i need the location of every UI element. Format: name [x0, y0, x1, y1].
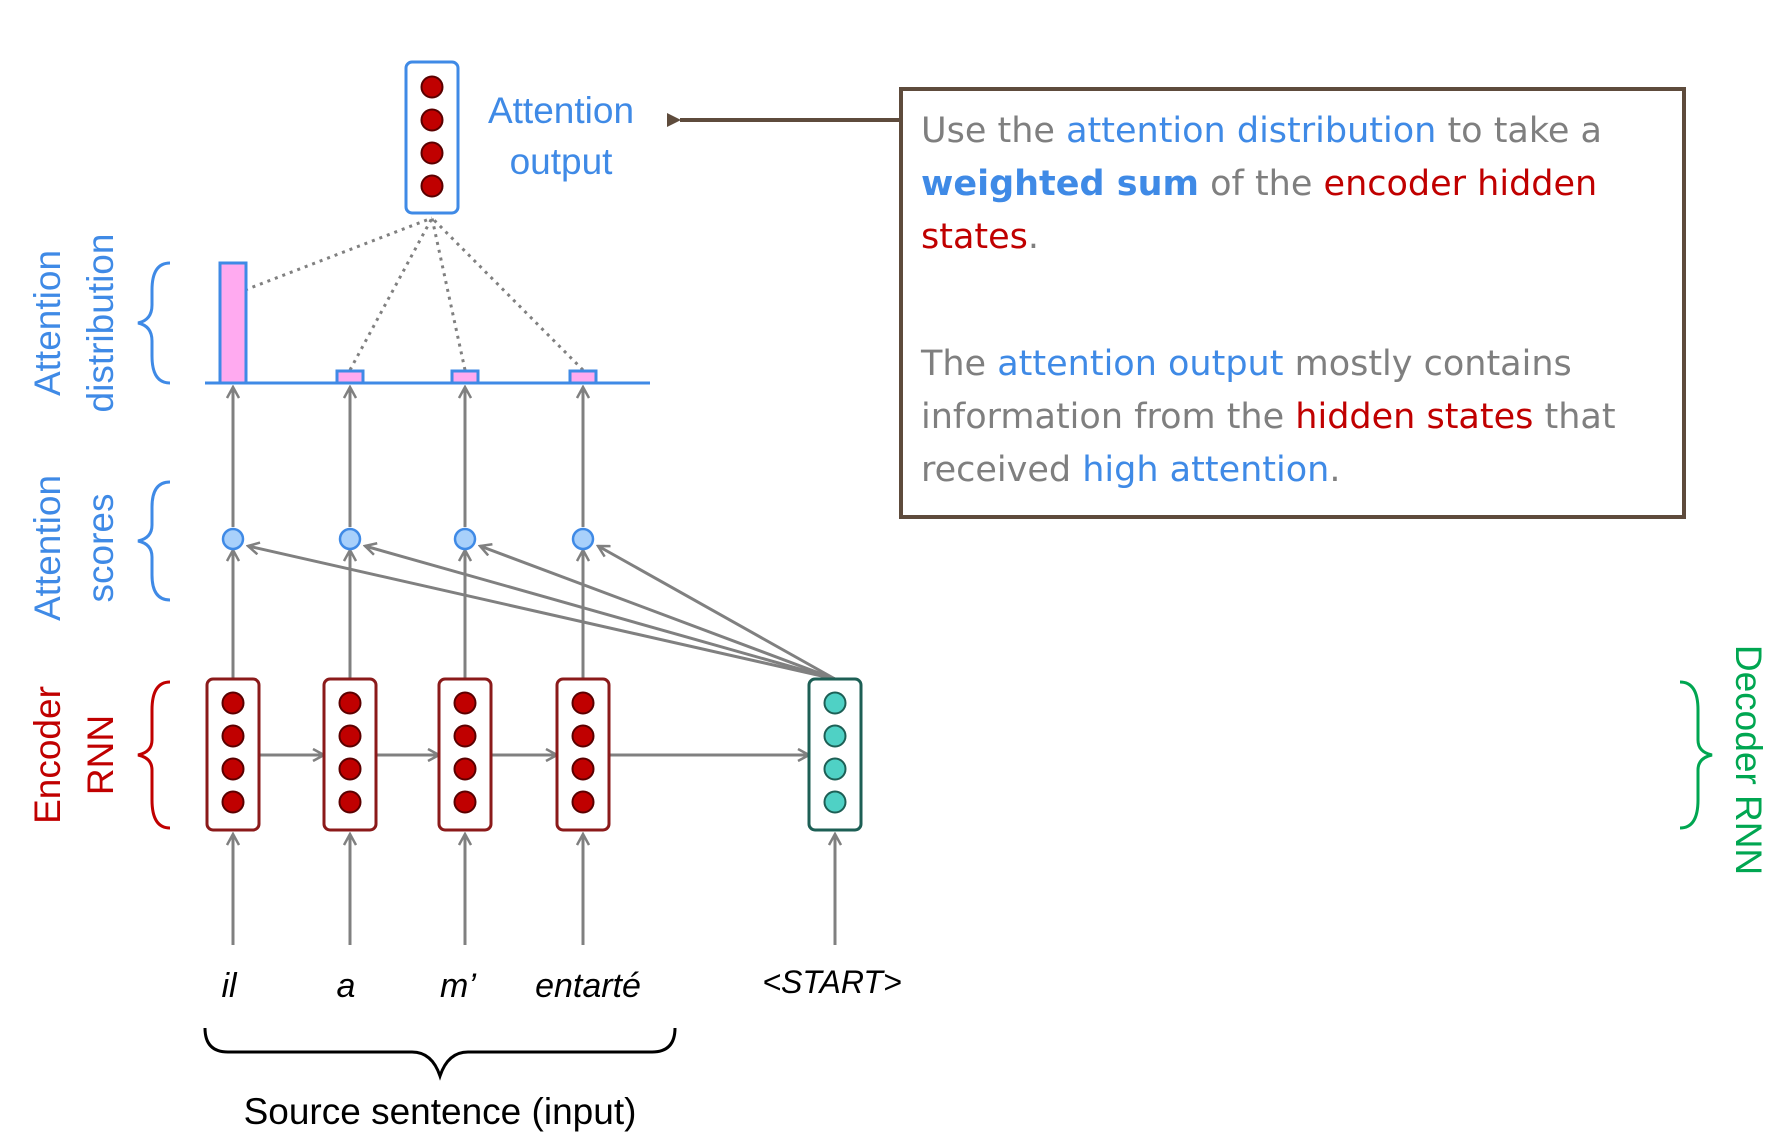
decoder-to-score-arrows — [248, 546, 836, 681]
callout-highlight-attention-output: attention output — [997, 344, 1284, 384]
callout-highlight-high-attention: high attention — [1082, 450, 1330, 490]
attention-bar-2 — [335, 369, 365, 385]
score-node-2 — [338, 527, 362, 551]
callout-text: . — [1329, 450, 1341, 490]
callout-paragraph-2: The attention output mostly contains inf… — [921, 338, 1664, 497]
attention-scores-label-line2: scores — [80, 494, 121, 603]
source-sentence-label: Source sentence (input) — [244, 1091, 637, 1132]
attention-distribution-label-line1: Attention — [27, 250, 68, 396]
encoder-cells — [205, 677, 611, 832]
score-node-3 — [453, 527, 477, 551]
score-node-1 — [221, 527, 245, 551]
callout-text: of the — [1198, 164, 1324, 204]
input-arrows — [233, 834, 835, 945]
attention-bar-4 — [568, 369, 598, 385]
attention-output-label-line1: Attention — [488, 90, 634, 131]
weighted-sum-lines — [244, 216, 585, 372]
callout-text: that received — [921, 397, 1616, 490]
scores-brace — [137, 480, 171, 602]
decoder-brace — [1679, 680, 1713, 830]
encoder-brace — [137, 680, 171, 830]
attention-scores-label-line1: Attention — [27, 475, 68, 621]
callout-highlight-attention-distribution: attention distribution — [1066, 111, 1437, 151]
attention-bars — [218, 261, 598, 385]
encoder-cell-2 — [322, 677, 378, 832]
decoder-cell — [807, 677, 863, 832]
source-word-4: entarté — [535, 967, 641, 1005]
encoder-cell-3 — [437, 677, 493, 832]
decoder-rnn-label: Decoder RNN — [1728, 645, 1769, 875]
source-word-1: il — [221, 967, 238, 1005]
attention-score-nodes — [221, 527, 595, 551]
encoder-cell-4 — [555, 677, 611, 832]
callout-highlight-weighted-sum: weighted sum — [921, 164, 1199, 204]
attention-output-vector — [404, 60, 460, 215]
encoder-rnn-label-line2: RNN — [80, 715, 121, 795]
score-to-distribution-arrows — [233, 387, 583, 527]
score-node-4 — [571, 527, 595, 551]
callout-text: mostly contains information from the — [921, 344, 1572, 437]
callout-text: . — [1027, 217, 1040, 257]
attention-bar-3 — [450, 369, 480, 385]
callout-highlight-encoder-hidden-states: encoder hidden states — [921, 164, 1598, 257]
encoder-rnn-label-line1: Encoder — [27, 686, 68, 824]
callout-highlight-hidden-states: hidden states — [1295, 397, 1534, 437]
decoder-input-word: <START> — [762, 964, 901, 1000]
source-word-3: m’ — [440, 967, 476, 1005]
distribution-brace — [137, 261, 171, 385]
attention-output-label-line2: output — [510, 141, 614, 182]
attention-bar-1 — [218, 261, 248, 385]
encoder-cell-1 — [205, 677, 261, 832]
source-sentence-brace — [203, 1027, 677, 1081]
callout-text: The — [921, 344, 998, 384]
source-word-2: a — [337, 967, 356, 1005]
explanation-callout: Use the attention distribution to take a… — [899, 87, 1686, 519]
callout-text: to take a — [1436, 111, 1602, 151]
attention-distribution-label-line2: distribution — [80, 234, 121, 413]
callout-text: Use the — [921, 111, 1067, 151]
encoder-to-score-arrows — [233, 550, 583, 679]
callout-paragraph-1: Use the attention distribution to take a… — [921, 105, 1664, 264]
